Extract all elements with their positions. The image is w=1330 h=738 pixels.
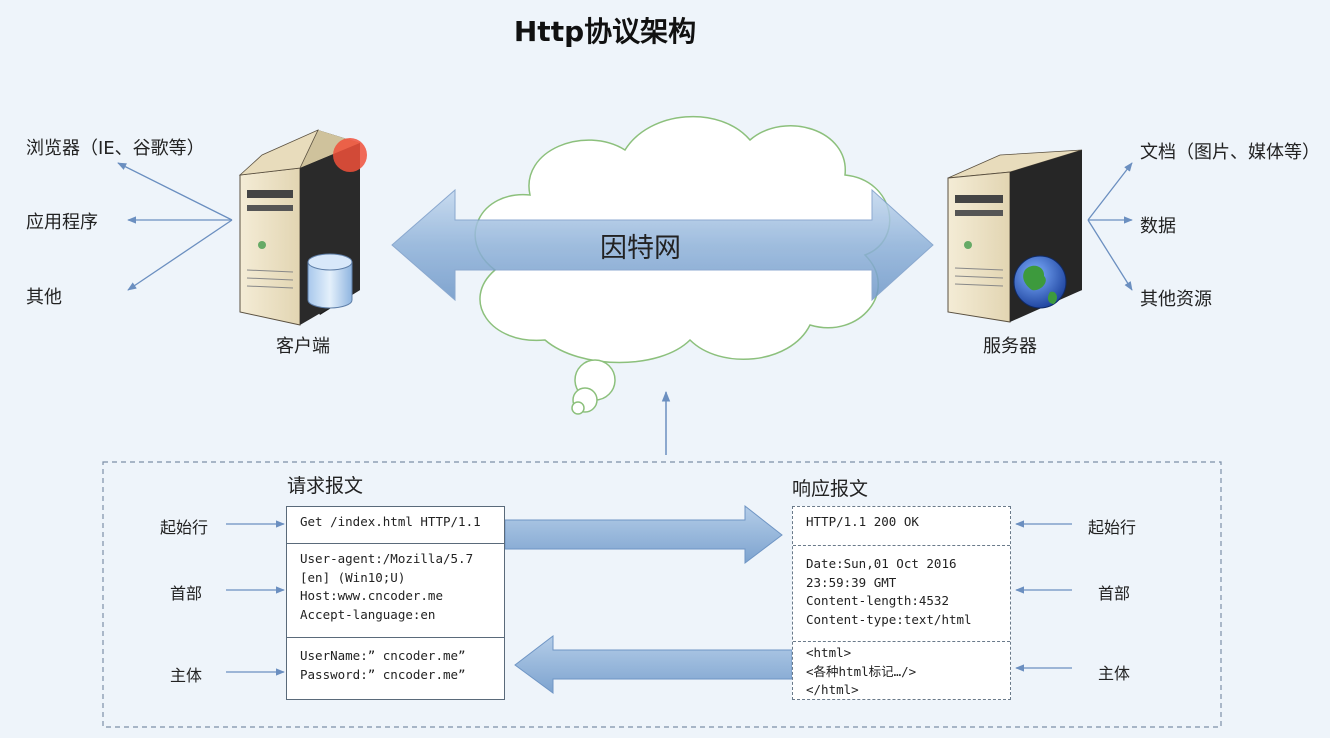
- request-part-start-line: 起始行: [160, 518, 209, 537]
- response-start-line-section: HTTP/1.1 200 OK: [793, 507, 1010, 545]
- page-title: Http协议架构: [513, 15, 697, 48]
- request-part-body: 主体: [170, 666, 203, 685]
- response-header-line: 23:59:39 GMT: [806, 574, 897, 590]
- cursor-highlight: [333, 138, 367, 172]
- response-arrow: [514, 634, 793, 694]
- response-header-line: Date:Sun,01 Oct 2016: [806, 556, 957, 571]
- client-app-arrows: [117, 162, 233, 291]
- server-resource-data: 数据: [1140, 216, 1176, 237]
- client-server-icon: [238, 129, 367, 326]
- server-icon: [947, 149, 1083, 323]
- request-header-line: User-agent:/Mozilla/5.7: [300, 551, 474, 566]
- response-header-line: Content-type:text/html: [806, 611, 972, 627]
- response-part-start-line: 起始行: [1088, 518, 1137, 537]
- request-part-arrows: [226, 520, 285, 676]
- internet-double-arrow: [391, 188, 934, 302]
- response-body-line: </html>: [806, 682, 859, 697]
- internet-label: 因特网: [600, 233, 681, 264]
- response-part-header: 首部: [1098, 584, 1131, 603]
- request-part-header: 首部: [170, 584, 203, 603]
- client-label: 客户端: [276, 336, 330, 357]
- response-title: 响应报文: [792, 478, 869, 500]
- client-app-browser: 浏览器（IE、谷歌等）: [26, 138, 205, 159]
- message-frame: [102, 461, 1222, 728]
- request-body-line: UserName:” cncoder.me”: [300, 648, 466, 663]
- client-app-application: 应用程序: [26, 212, 98, 233]
- request-arrow: [504, 504, 783, 565]
- request-header-line: Accept-language:en: [300, 606, 436, 622]
- server-resource-other: 其他资源: [1140, 289, 1212, 310]
- globe-icon: [1013, 255, 1067, 309]
- server-resource-documents: 文档（图片、媒体等）: [1140, 142, 1320, 163]
- request-header-line: [en] (Win10;U): [300, 569, 406, 585]
- response-body-section: <html> <各种html标记…/> </html>: [793, 641, 1010, 699]
- response-start-line: HTTP/1.1 200 OK: [806, 514, 919, 529]
- request-title: 请求报文: [287, 475, 364, 497]
- client-app-other: 其他: [26, 287, 62, 308]
- request-message-box: Get /index.html HTTP/1.1 User-agent:/Moz…: [286, 506, 505, 700]
- response-body-line: <html>: [806, 645, 852, 660]
- request-start-line-section: Get /index.html HTTP/1.1: [287, 507, 504, 543]
- response-header-section: Date:Sun,01 Oct 2016 23:59:39 GMT Conten…: [793, 545, 1010, 641]
- request-header-section: User-agent:/Mozilla/5.7 [en] (Win10;U) H…: [287, 543, 504, 637]
- server-resource-arrows: [1087, 162, 1133, 291]
- request-body-section: UserName:” cncoder.me” Password:” cncode…: [287, 637, 504, 699]
- request-start-line: Get /index.html HTTP/1.1: [300, 514, 481, 529]
- request-header-line: Host:www.cncoder.me: [300, 588, 443, 603]
- response-part-body: 主体: [1098, 664, 1131, 683]
- response-header-line: Content-length:4532: [806, 593, 949, 608]
- response-part-arrows: [1015, 520, 1072, 672]
- server-label: 服务器: [983, 336, 1037, 357]
- request-body-line: Password:” cncoder.me”: [300, 666, 466, 682]
- response-message-box: HTTP/1.1 200 OK Date:Sun,01 Oct 2016 23:…: [792, 506, 1011, 700]
- response-body-line: <各种html标记…/>: [806, 663, 917, 679]
